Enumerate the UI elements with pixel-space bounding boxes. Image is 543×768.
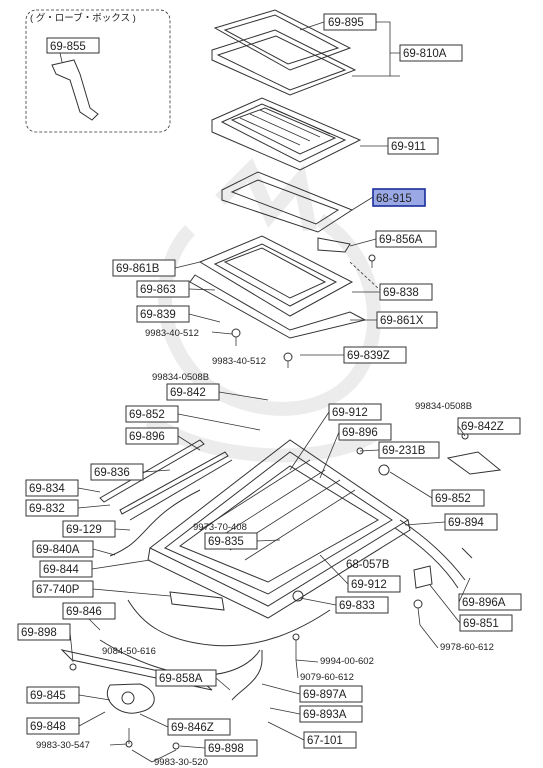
label-69-231B[interactable]: 69-231B bbox=[382, 445, 426, 457]
label-69-836[interactable]: 69-836 bbox=[94, 467, 130, 479]
label-69-898-b[interactable]: 69-898 bbox=[208, 743, 244, 755]
label-9983-30-520[interactable]: 9983-30-520 bbox=[154, 757, 208, 768]
seal-frame-68-915 bbox=[221, 171, 354, 233]
label-69-840A[interactable]: 69-840A bbox=[36, 544, 80, 556]
label-69-835[interactable]: 69-835 bbox=[208, 536, 244, 548]
label-69-846[interactable]: 69-846 bbox=[66, 606, 102, 618]
label-9983-30-547[interactable]: 9983-30-547 bbox=[36, 740, 90, 751]
label-69-863[interactable]: 69-863 bbox=[140, 284, 176, 296]
label-69-912-a[interactable]: 69-912 bbox=[332, 407, 368, 419]
label-69-838[interactable]: 69-838 bbox=[383, 287, 419, 299]
glass-panel-group bbox=[211, 9, 357, 96]
label-69-842Z[interactable]: 69-842Z bbox=[461, 421, 504, 433]
label-69-832[interactable]: 69-832 bbox=[29, 503, 65, 515]
label-69-912-b[interactable]: 69-912 bbox=[351, 579, 387, 591]
label-9983-40-512-b[interactable]: 9983-40-512 bbox=[212, 356, 266, 367]
label-69-895[interactable]: 69-895 bbox=[328, 17, 364, 29]
label-69-839[interactable]: 69-839 bbox=[140, 309, 176, 321]
callout-labels: 69-895 69-810A 69-911 68-915 69-856A 69-… bbox=[17, 13, 522, 768]
inset-title: ( グ・ローブ・ボックス ) bbox=[30, 12, 136, 24]
label-69-861B[interactable]: 69-861B bbox=[116, 263, 160, 275]
label-99834-0508B-a[interactable]: 99834-0508B bbox=[152, 372, 209, 383]
label-69-851[interactable]: 69-851 bbox=[463, 618, 499, 630]
label-68-915-highlighted[interactable]: 68-915 bbox=[376, 193, 412, 205]
label-67-740P[interactable]: 67-740P bbox=[36, 584, 80, 596]
label-69-852-a[interactable]: 69-852 bbox=[129, 409, 165, 421]
label-68-057B[interactable]: 68-057B bbox=[346, 559, 390, 571]
sunshade-panel bbox=[211, 97, 362, 171]
label-69-844[interactable]: 69-844 bbox=[43, 564, 79, 576]
label-69-846Z[interactable]: 69-846Z bbox=[171, 722, 214, 734]
label-9084-50-616[interactable]: 9084-50-616 bbox=[102, 646, 156, 657]
label-69-893A[interactable]: 69-893A bbox=[303, 709, 347, 721]
label-69-898-a[interactable]: 69-898 bbox=[21, 627, 57, 639]
label-9079-60-612[interactable]: 9079-60-612 bbox=[300, 672, 354, 683]
label-67-101[interactable]: 67-101 bbox=[307, 735, 343, 747]
label-69-834[interactable]: 69-834 bbox=[29, 483, 65, 495]
label-69-896-a[interactable]: 69-896 bbox=[129, 431, 165, 443]
label-69-848[interactable]: 69-848 bbox=[30, 721, 66, 733]
label-69-858A[interactable]: 69-858A bbox=[159, 673, 203, 685]
label-99834-0508B-b[interactable]: 99834-0508B bbox=[415, 401, 472, 412]
label-69-856A[interactable]: 69-856A bbox=[379, 234, 423, 246]
label-69-833[interactable]: 69-833 bbox=[339, 600, 375, 612]
label-69-852-b[interactable]: 69-852 bbox=[435, 493, 471, 505]
label-69-896A[interactable]: 69-896A bbox=[462, 597, 506, 609]
label-9973-70-408[interactable]: 9973-70-408 bbox=[193, 522, 247, 533]
label-69-129[interactable]: 69-129 bbox=[66, 524, 102, 536]
label-69-861X[interactable]: 69-861X bbox=[380, 315, 424, 327]
label-69-894[interactable]: 69-894 bbox=[448, 517, 484, 529]
label-9994-00-602[interactable]: 9994-00-602 bbox=[320, 656, 374, 667]
label-69-897A[interactable]: 69-897A bbox=[303, 689, 347, 701]
leader-lines bbox=[69, 21, 471, 763]
label-69-845[interactable]: 69-845 bbox=[30, 690, 66, 702]
label-69-911[interactable]: 69-911 bbox=[391, 141, 426, 153]
label-69-896-b[interactable]: 69-896 bbox=[342, 427, 378, 439]
bolts-upper bbox=[231, 254, 376, 368]
side-rails bbox=[99, 439, 233, 557]
fasteners-lower bbox=[69, 447, 423, 750]
label-69-810A[interactable]: 69-810A bbox=[403, 48, 447, 60]
label-9978-60-612[interactable]: 9978-60-612 bbox=[440, 642, 494, 653]
deflector-frame bbox=[189, 235, 367, 339]
label-69-855[interactable]: 69-855 bbox=[50, 41, 86, 53]
inset-glove-box: ( グ・ローブ・ボックス ) 69-855 bbox=[25, 9, 171, 133]
label-9983-40-512-a[interactable]: 9983-40-512 bbox=[145, 328, 199, 339]
part-glovebox-handle bbox=[51, 59, 99, 121]
drive-motor bbox=[60, 591, 225, 714]
drive-cables bbox=[99, 519, 466, 701]
label-69-842[interactable]: 69-842 bbox=[170, 387, 206, 399]
label-69-839Z[interactable]: 69-839Z bbox=[347, 350, 390, 362]
